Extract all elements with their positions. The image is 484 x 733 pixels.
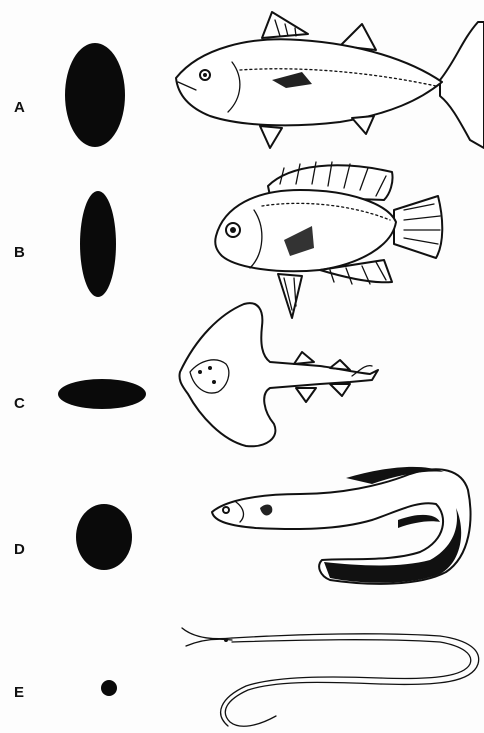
tuna-fish-icon [176, 12, 484, 148]
cross-section-e [101, 680, 117, 696]
eel-icon [212, 467, 470, 584]
angelfish-icon [215, 162, 442, 318]
thin-eel-icon [182, 628, 479, 726]
cross-section-a [65, 43, 125, 147]
cross-section-b [80, 191, 116, 297]
ray-icon [179, 303, 378, 446]
cross-section-c [58, 379, 146, 409]
cross-section-d [76, 504, 132, 570]
